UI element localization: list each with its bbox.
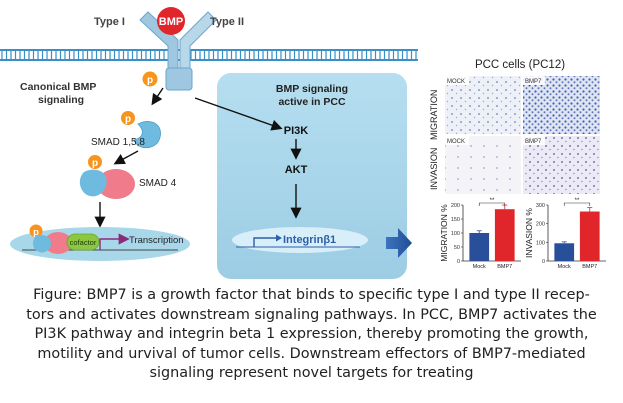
significance-label: ** (490, 198, 495, 204)
phospho-complex-label: p (92, 158, 98, 169)
cofactor-label: cofactor (70, 238, 97, 247)
caption-line-2: tors and activates downstream signaling … (26, 306, 597, 323)
y-tick-label: 150 (451, 217, 460, 223)
caption-line-3: PI3K pathway and integrin beta 1 express… (34, 326, 589, 342)
y-tick-label: 200 (451, 203, 460, 209)
bmp-ligand-label: BMP (159, 16, 183, 28)
phospho-dna-label: p (33, 227, 39, 238)
y-tick-label: 100 (451, 231, 460, 237)
invasion-bmp7-label: BMP7 (525, 139, 542, 145)
receptor-stem (165, 67, 193, 91)
invasion-row-label: INVASION (429, 148, 439, 190)
results-title: PCC cells (PC12) (475, 59, 565, 71)
significance-bracket (478, 202, 506, 206)
micrograph-migration-bmp7: BMP7 (523, 76, 600, 134)
type-i-label: Type I (94, 16, 125, 28)
arrow-receptor-to-pi3k (194, 97, 283, 131)
migration-bmp7-label: BMP7 (525, 79, 542, 85)
micrograph-invasion-mock: MOCK (445, 136, 521, 194)
bmp-ligand (157, 7, 185, 35)
arrow-smad158-to-complex (113, 150, 139, 165)
figure-caption: Figure: BMP7 is a growth factor that bin… (6, 286, 617, 384)
migration-row-label: MIGRATION (429, 90, 439, 140)
type-ii-label: Type II (210, 16, 244, 28)
smad4-shape (97, 169, 135, 199)
pi3k-label: PI3K (284, 125, 309, 137)
phospho-smad158 (121, 111, 135, 125)
integrin-transcription-arrow (253, 237, 278, 247)
x-tick-label: Mock (473, 264, 486, 270)
phospho-receptor-label: p (147, 75, 153, 86)
smad158-shape (133, 121, 161, 149)
pcc-signaling-box (217, 73, 407, 279)
pcc-box-title-line1: BMP signaling (276, 83, 348, 95)
y-tick-label: 50 (454, 245, 460, 251)
outcome-arrow (386, 228, 412, 258)
bar-mock (554, 243, 575, 261)
significance-label: ** (575, 198, 580, 204)
chart-ylabel: INVASION % (524, 208, 534, 258)
migration-mock-label: MOCK (447, 79, 465, 85)
transcription-arrow (99, 233, 130, 250)
pcc-box-title-line2: active in PCC (278, 96, 346, 108)
smad-dna-pink (44, 232, 72, 254)
cell-membrane (0, 49, 418, 61)
y-tick-label: 100 (536, 240, 545, 246)
smad158-complex-shape (79, 169, 107, 197)
transcription-label: Transcription (129, 235, 184, 246)
caption-line-4: motility and urvival of tumor cells. Dow… (37, 345, 586, 362)
arrow-receptor-to-smad158 (151, 87, 164, 106)
smad158-label: SMAD 1,5,8 (91, 137, 145, 148)
y-tick-label: 200 (536, 222, 545, 228)
bar-bmp7 (494, 209, 515, 261)
akt-label: AKT (285, 164, 308, 176)
x-tick-label: BMP7 (497, 264, 512, 270)
caption-line-1: Figure: BMP7 is a growth factor that bin… (33, 287, 590, 303)
canonical-title-line2: signaling (38, 94, 84, 106)
canonical-title-line1: Canonical BMP (20, 81, 96, 93)
micrograph-invasion-bmp7: BMP7 (523, 136, 600, 194)
phospho-receptor (142, 71, 158, 87)
y-tick-label: 0 (457, 259, 460, 265)
invasion-mock-label: MOCK (447, 139, 465, 145)
y-tick-label: 300 (536, 203, 545, 209)
y-tick-label: 0 (542, 259, 545, 265)
bar-bmp7 (579, 211, 600, 261)
integrin-label: Integrinβ1 (283, 234, 336, 246)
bar-mock (469, 233, 490, 261)
phospho-complex (88, 155, 102, 169)
smad4-label: SMAD 4 (139, 178, 177, 189)
phospho-dna (29, 224, 43, 238)
smad-dna-blue (32, 234, 52, 253)
micrograph-migration-mock: MOCK (445, 76, 521, 134)
x-tick-label: Mock (558, 264, 571, 270)
cofactor-shape (66, 233, 100, 251)
phospho-smad158-label: p (125, 114, 131, 125)
x-tick-label: BMP7 (582, 264, 597, 270)
caption-line-5: signaling represent novel targets for tr… (149, 365, 474, 381)
significance-bracket (563, 202, 591, 206)
chart-ylabel: MIGRATION % (439, 204, 449, 262)
